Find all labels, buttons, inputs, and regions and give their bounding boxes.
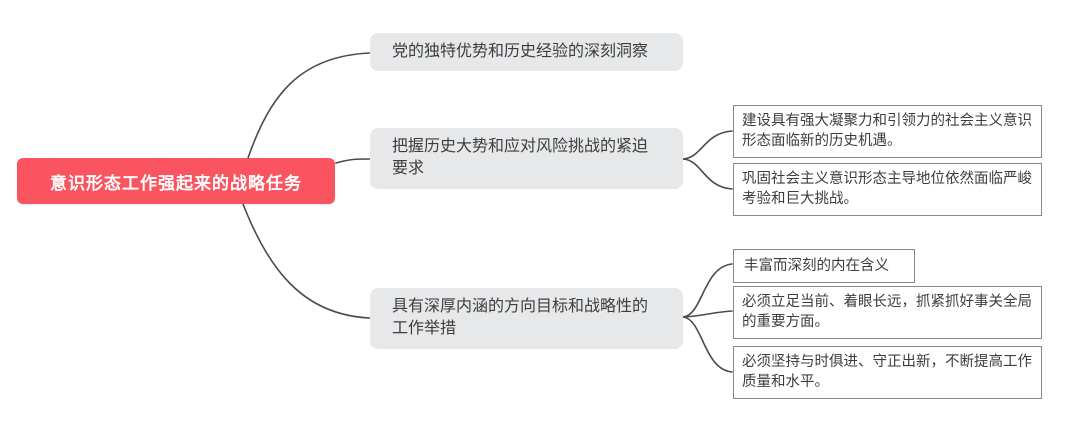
leaf-node-quality[interactable]: 必须坚持与时俱进、守正出新，不断提高工作质量和水平。 xyxy=(733,346,1042,399)
branch-node-2[interactable]: 把握历史大势和应对风险挑战的紧迫要求 xyxy=(370,128,683,189)
leaf-node-meaning[interactable]: 丰富而深刻的内在含义 xyxy=(733,249,915,284)
root-node[interactable]: 意识形态工作强起来的战略任务 xyxy=(17,158,335,204)
connector-branch-3-to-leaf-3 xyxy=(682,263,733,318)
connector-branch-2-to-leaf-2 xyxy=(682,158,733,190)
leaf-node-current-focus[interactable]: 必须立足当前、着眼长远，抓紧抓好事关全局的重要方面。 xyxy=(733,286,1042,339)
connector-root-to-branch-1 xyxy=(247,52,371,159)
leaf-node-challenge[interactable]: 巩固社会主义意识形态主导地位依然面临严峻考验和巨大挑战。 xyxy=(733,163,1042,216)
branch-node-1[interactable]: 党的独特优势和历史经验的深刻洞察 xyxy=(370,33,683,72)
connector-branch-3-to-leaf-5 xyxy=(682,316,733,373)
connector-branch-2-to-leaf-1 xyxy=(682,130,733,160)
connector-root-to-branch-3 xyxy=(242,203,371,319)
leaf-node-opportunity[interactable]: 建设具有强大凝聚力和引领力的社会主义意识形态面临新的历史机遇。 xyxy=(733,105,1042,158)
branch-node-3[interactable]: 具有深厚内涵的方向目标和战略性的工作举措 xyxy=(370,288,683,349)
connector-root-to-branch-2 xyxy=(335,158,371,164)
connector-branch-3-to-leaf-4 xyxy=(682,310,733,318)
